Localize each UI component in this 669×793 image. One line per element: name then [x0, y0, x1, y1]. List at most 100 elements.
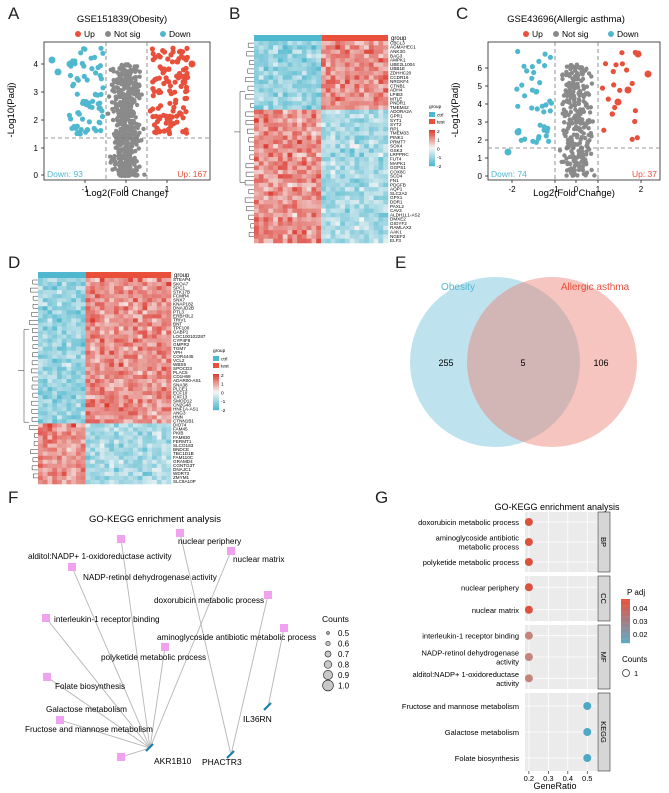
network-term-label: Fructose and mannose metabolism: [25, 725, 153, 734]
heatmap-cell: [123, 306, 129, 311]
heatmap-cell: [152, 334, 158, 339]
volcano-point-notsig: [562, 120, 567, 125]
heatmap-cell: [378, 58, 384, 63]
heatmap-cell: [292, 88, 298, 93]
panel-letter-b: B: [229, 4, 241, 23]
heatmap-cell: [354, 88, 360, 93]
heatmap-cell: [156, 362, 162, 368]
heatmap-cell: [61, 298, 67, 303]
heatmap-cell: [95, 322, 101, 327]
heatmap-cell: [349, 152, 355, 158]
heatmap-cell: [254, 230, 260, 235]
volcano-point-notsig: [136, 146, 141, 151]
heatmap-cell: [297, 161, 303, 166]
heatmap-cell: [156, 443, 162, 448]
heatmap-cell: [287, 238, 293, 244]
heatmap-cell: [142, 435, 148, 440]
heatmap-cell: [52, 350, 58, 356]
heatmap-cell: [76, 294, 82, 299]
volcano-point-down: [81, 63, 87, 69]
heatmap-cell: [76, 463, 82, 469]
heatmap-cell: [301, 118, 307, 123]
heatmap-cell: [378, 174, 384, 179]
heatmap-cell: [378, 221, 384, 227]
heatmap-cell: [38, 298, 44, 303]
heatmap-cell: [99, 366, 105, 372]
heatmap-cell: [378, 126, 384, 132]
heatmap-cell: [311, 114, 317, 119]
heatmap-cell: [61, 455, 67, 461]
heatmap-cell: [156, 358, 162, 364]
heatmap-cell: [76, 278, 82, 283]
heatmap-cell: [99, 318, 105, 323]
heatmap-cell: [166, 350, 172, 356]
heatmap-legend-ctrl-label: ctrl: [221, 357, 227, 363]
heatmap-cell: [282, 165, 288, 171]
heatmap-cell: [38, 334, 44, 339]
heatmap-cell: [321, 135, 327, 141]
heatmap-cell: [330, 200, 336, 205]
heatmap-cell: [95, 342, 101, 347]
heatmap-d-group-label: group: [174, 273, 190, 279]
heatmap-cell: [254, 225, 260, 231]
volcano-point-outlier: [66, 60, 74, 68]
heatmap-cell: [277, 66, 284, 72]
heatmap-cell: [311, 118, 317, 123]
dotplot-term-label: doxorubicin metabolic process: [418, 518, 519, 527]
heatmap-cell: [287, 109, 293, 115]
heatmap-cell: [254, 191, 260, 197]
heatmap-cell: [277, 191, 284, 197]
heatmap-cell: [316, 118, 322, 123]
heatmap-scale-step: [429, 160, 435, 162]
volcano-c-down-count: Down: 74: [491, 169, 527, 179]
heatmap-cell: [52, 459, 58, 465]
heatmap-cell: [42, 306, 48, 311]
heatmap-cell: [166, 306, 172, 311]
heatmap-cell: [335, 152, 341, 158]
volcano-point-notsig: [133, 129, 138, 135]
heatmap-cell: [128, 330, 134, 335]
dendrogram-branch: [31, 312, 38, 317]
heatmap-cell: [301, 122, 307, 128]
heatmap-cell: [321, 53, 327, 59]
heatmap-cell: [156, 342, 162, 347]
heatmap-cell: [99, 322, 105, 327]
heatmap-cell: [42, 455, 48, 461]
volcano-c-points: [504, 48, 652, 178]
heatmap-cell: [368, 182, 374, 188]
dotplot-counts-value: 1: [634, 669, 638, 678]
heatmap-cell: [152, 431, 158, 436]
network-term-label: interleukin-1 receptor binding: [54, 615, 160, 624]
heatmap-scale-step: [429, 132, 435, 134]
gene-label: PLAC5: [173, 370, 188, 375]
heatmap-cell: [137, 407, 143, 412]
heatmap-cell: [273, 58, 279, 63]
heatmap-cell: [254, 148, 260, 154]
heatmap-cell: [80, 334, 86, 339]
heatmap-cell: [297, 230, 303, 235]
heatmap-cell: [373, 75, 379, 80]
heatmap-cell: [137, 338, 143, 343]
heatmap-cell: [368, 187, 374, 192]
heatmap-cell: [76, 459, 82, 465]
dendrogram-branch: [30, 449, 38, 454]
heatmap-cell: [66, 451, 72, 457]
gene-label: PINK1: [390, 135, 404, 140]
heatmap-cell: [297, 53, 303, 59]
heatmap-cell: [123, 358, 129, 364]
volcano-point-down: [81, 73, 87, 79]
heatmap-cell: [147, 455, 153, 461]
heatmap-cell: [42, 322, 48, 327]
heatmap-cell: [316, 187, 322, 192]
heatmap-cell: [104, 354, 110, 360]
heatmap-cell: [161, 318, 167, 323]
heatmap-cell: [354, 96, 360, 102]
heatmap-cell: [123, 411, 129, 416]
heatmap-cell: [378, 45, 384, 50]
volcano-point-notsig: [576, 167, 582, 173]
heatmap-cell: [71, 338, 77, 343]
heatmap-cell: [109, 415, 115, 420]
volcano-point-up: [619, 50, 625, 56]
heatmap-cell: [359, 144, 365, 149]
heatmap-cell: [104, 403, 110, 408]
